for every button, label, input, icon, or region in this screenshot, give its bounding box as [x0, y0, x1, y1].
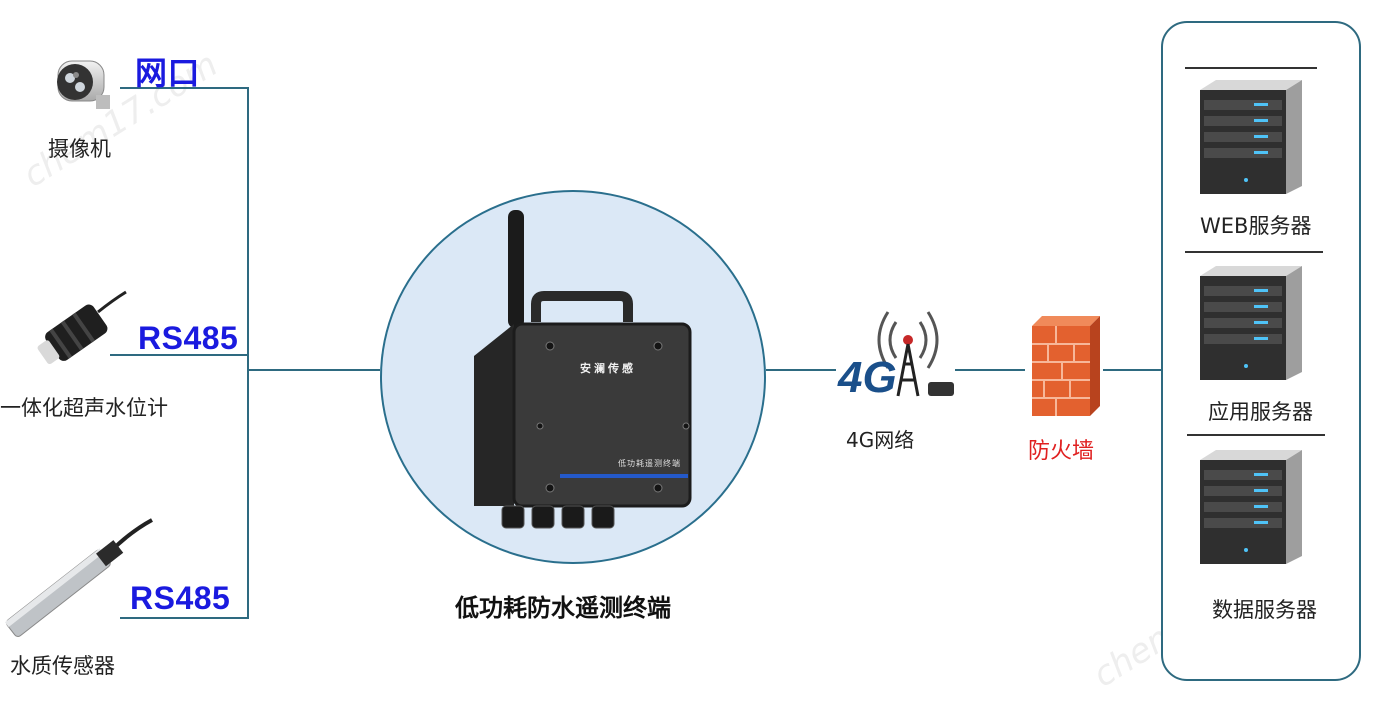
- terminal-brand: 安澜传感: [580, 362, 636, 375]
- app-server-label: 应用服务器: [1208, 400, 1313, 424]
- level-meter-label: 一体化超声水位计: [0, 396, 168, 420]
- server-icon: [1200, 266, 1302, 380]
- telemetry-terminal: 安澜传感 低功耗遥测终端: [468, 206, 698, 536]
- signal-tower-icon: 4G: [837, 311, 954, 402]
- water-sensor-label: 水质传感器: [10, 654, 115, 678]
- camera-icon: [57, 60, 110, 109]
- server-divider: [1187, 434, 1325, 436]
- camera-link-label: 网口: [135, 55, 201, 91]
- camera-label: 摄像机: [48, 137, 111, 161]
- firewall-label: 防火墙: [1028, 439, 1095, 464]
- data-server-label: 数据服务器: [1212, 598, 1317, 622]
- network-4g-text: 4G: [837, 353, 897, 400]
- firewall-icon: [1032, 316, 1100, 416]
- firewall-device: [1026, 312, 1106, 422]
- water-sensor-device: [0, 512, 160, 642]
- level-meter-link-label: RS485: [138, 320, 239, 356]
- probe-sensor-icon: [4, 518, 153, 637]
- server-divider: [1185, 67, 1317, 69]
- network-4g: 4G: [836, 300, 956, 402]
- telemetry-terminal-icon: [474, 210, 692, 529]
- app-server: [1196, 262, 1306, 382]
- level-meter-device: [28, 290, 128, 370]
- network-label: 4G网络: [846, 428, 915, 452]
- server-icon: [1200, 450, 1302, 564]
- terminal-title: 低功耗防水遥测终端: [455, 594, 671, 622]
- terminal-model: 低功耗遥测终端: [618, 459, 681, 468]
- ultrasonic-sensor-icon: [37, 290, 127, 365]
- web-server-label: WEB服务器: [1200, 214, 1312, 238]
- web-server: [1196, 76, 1306, 196]
- server-divider: [1185, 251, 1323, 253]
- water-sensor-link-label: RS485: [130, 580, 231, 616]
- camera-device: [48, 55, 118, 115]
- server-icon: [1200, 80, 1302, 194]
- data-server: [1196, 446, 1306, 566]
